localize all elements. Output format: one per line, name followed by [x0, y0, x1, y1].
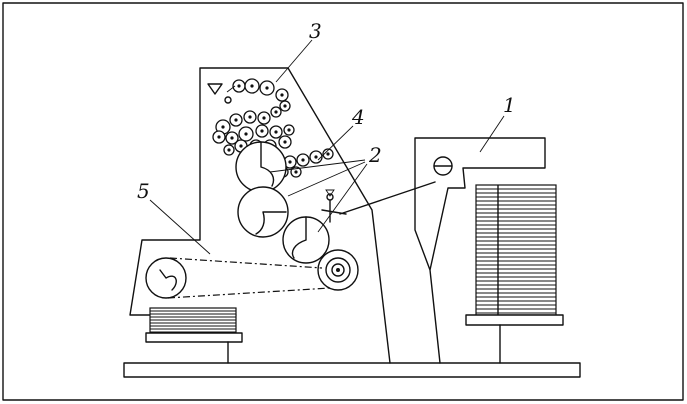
ink-roller [223, 144, 235, 156]
ink-roller [225, 131, 239, 145]
feeder-frame [414, 137, 546, 364]
ink-roller [296, 153, 310, 167]
label-inking-unit: 3 [309, 19, 322, 43]
gripper-arm [321, 181, 436, 223]
ink-roller [257, 111, 271, 125]
delivery-sprocket [317, 249, 359, 291]
label-feeder: 1 [503, 93, 516, 117]
ink-roller [275, 88, 289, 102]
ink-roller [238, 126, 254, 142]
leader-line-2a [269, 159, 366, 173]
base-rail [123, 362, 581, 378]
ink-roller [269, 125, 283, 139]
ink-roller [229, 113, 243, 127]
ink-roller [243, 110, 257, 124]
feeder-paper-stack [475, 184, 557, 316]
leader-line-2b [287, 161, 366, 197]
ink-roller [283, 155, 297, 169]
ink-fountain-icon [207, 83, 223, 95]
delivery-paper-stack [149, 307, 237, 334]
ink-roller [279, 100, 291, 112]
ink-roller [255, 124, 269, 138]
blanket-cylinder [237, 186, 289, 238]
label-cylinders: 2 [368, 143, 382, 167]
ink-roller [309, 150, 323, 164]
ink-roller [322, 148, 334, 160]
leader-line-5 [149, 199, 211, 255]
label-delivery: 5 [137, 179, 150, 203]
delivery-chain [167, 257, 331, 299]
plate-cylinder [235, 141, 287, 193]
ink-roller [259, 80, 275, 96]
ink-roller [270, 106, 282, 118]
label-dampening-unit: 4 [351, 105, 365, 129]
leader-line-1 [479, 115, 505, 153]
delivery-drum [145, 257, 187, 299]
delivery-stack-base [145, 332, 243, 343]
ink-roller [283, 124, 295, 136]
ink-roller [278, 135, 292, 149]
ink-roller [244, 78, 260, 94]
leader-line-2c [317, 163, 368, 233]
ink-roller [212, 130, 226, 144]
feeder-stack-base [465, 314, 564, 326]
impression-cylinder [282, 216, 330, 264]
ink-roller [290, 166, 302, 178]
leader-line-4 [317, 125, 354, 161]
leader-line-3 [275, 39, 313, 83]
